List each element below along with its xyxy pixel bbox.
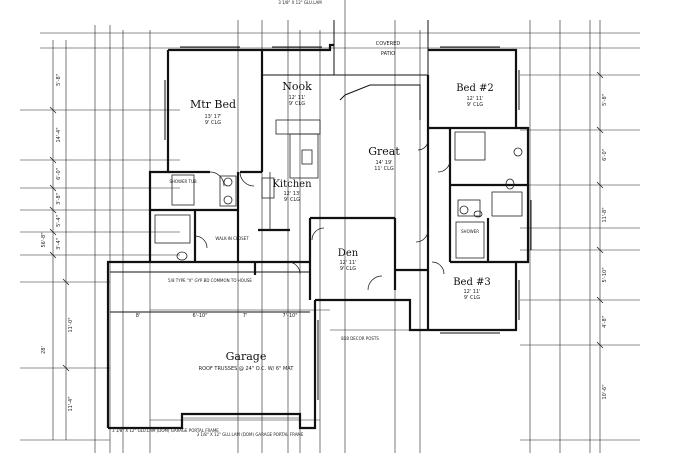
kitchen-clg: 9' CLG bbox=[284, 197, 300, 203]
plan-notes: SHOWER TUB WALK-IN CLOSET SHOWER 5/8 TYP… bbox=[112, 0, 479, 437]
dim-left-4: 3'-8" bbox=[56, 193, 62, 205]
beam-top-note: 3 1/8" X 12" GLU.LAM bbox=[278, 0, 322, 5]
dimension-grid bbox=[20, 0, 640, 453]
kitchen-label: Kitchen bbox=[272, 179, 312, 190]
patio-line2: PATIO bbox=[381, 51, 395, 57]
garage-label: Garage bbox=[226, 350, 267, 363]
drywall-note: 5/8 TYPE "X" GYP BD COMMON TO HOUSE bbox=[168, 278, 252, 283]
garage-note: ROOF TRUSSES @ 24" O.C. W/ 6" MAT bbox=[199, 366, 295, 372]
dim-bottom-1: 8' bbox=[136, 313, 141, 319]
nook-size: 12' 11' bbox=[288, 95, 305, 101]
dim-left-2: 14'-4" bbox=[56, 127, 62, 142]
dim-overall-1: 56'-8" bbox=[41, 232, 47, 247]
room-labels: Mtr Bed 13' 17' 9' CLG Nook 12' 11' 9' C… bbox=[190, 41, 494, 372]
great-clg: 11' CLG bbox=[374, 166, 394, 172]
dim-left-8: 11'-4" bbox=[68, 396, 74, 411]
dim-right-1: 5'-8" bbox=[602, 94, 608, 106]
great-label: Great bbox=[368, 145, 400, 158]
garage-beams bbox=[110, 271, 310, 419]
shower-tub-note: SHOWER TUB bbox=[169, 179, 197, 184]
door-swings bbox=[194, 139, 451, 291]
dim-right-5: 4'-8" bbox=[602, 316, 608, 328]
bed2-clg: 9' CLG bbox=[467, 102, 483, 108]
kitchen-counters bbox=[261, 119, 321, 230]
den-size: 12' 11' bbox=[339, 260, 356, 266]
dim-right-3: 11'-8" bbox=[602, 207, 608, 222]
shower-note: SHOWER bbox=[461, 229, 479, 234]
dim-right-4: 5'-10" bbox=[602, 267, 608, 282]
interior-walls bbox=[150, 50, 528, 330]
walk-in-closet-note: WALK-IN CLOSET bbox=[215, 236, 249, 241]
bed3-label: Bed #3 bbox=[453, 277, 491, 288]
dim-bottom-4: 7'-10" bbox=[282, 313, 297, 319]
kitchen-size: 12' 13' bbox=[283, 191, 300, 197]
bed3-clg: 9' CLG bbox=[464, 295, 480, 301]
decor-posts-note: 8X8 DECOR POSTS bbox=[341, 336, 379, 341]
nook-clg: 9' CLG bbox=[289, 101, 305, 107]
beam-bottom-note: 3 1/8" X 12" GLU.LAM (DOM) GARAGE PORTAL… bbox=[197, 432, 304, 437]
great-size: 14' 19' bbox=[375, 160, 392, 166]
bath-fixtures bbox=[154, 131, 523, 261]
den-label: Den bbox=[338, 248, 359, 259]
dim-left-3: 6'-0" bbox=[56, 168, 62, 180]
dim-left-6: 3'-4" bbox=[56, 238, 62, 250]
dim-left-5: 5'-4" bbox=[56, 215, 62, 227]
dim-right-6: 10'-6" bbox=[602, 384, 608, 399]
dim-left-7: 11'-0" bbox=[68, 317, 74, 332]
exterior-walls bbox=[106, 20, 530, 430]
dim-bottom-2: 6'-10" bbox=[192, 313, 207, 319]
bed2-label: Bed #2 bbox=[456, 83, 494, 94]
windows bbox=[164, 46, 532, 400]
mtr-bed-size: 13' 17' bbox=[204, 114, 221, 120]
bed3-size: 12' 11' bbox=[463, 289, 480, 295]
bed2-size: 12' 11' bbox=[466, 96, 483, 102]
dim-overall-2: 28' bbox=[41, 346, 47, 354]
mtr-bed-label: Mtr Bed bbox=[190, 98, 236, 111]
dim-left-1: 5'-8" bbox=[56, 74, 62, 86]
patio-line1: COVERED bbox=[376, 41, 401, 47]
dim-right-2: 6'-0" bbox=[602, 149, 608, 161]
mtr-bed-clg: 9' CLG bbox=[205, 120, 221, 126]
nook-label: Nook bbox=[282, 80, 312, 93]
beam-left-note: 3 1/8" X 12" GLU.LAM (DOM) GARAGE PORTAL… bbox=[112, 428, 219, 433]
dim-bottom-3: 7' bbox=[243, 313, 248, 319]
den-clg: 9' CLG bbox=[340, 266, 356, 272]
dimension-labels: 5'-8" 14'-4" 6'-0" 3'-8" 5'-4" 3'-4" 11'… bbox=[41, 74, 608, 411]
